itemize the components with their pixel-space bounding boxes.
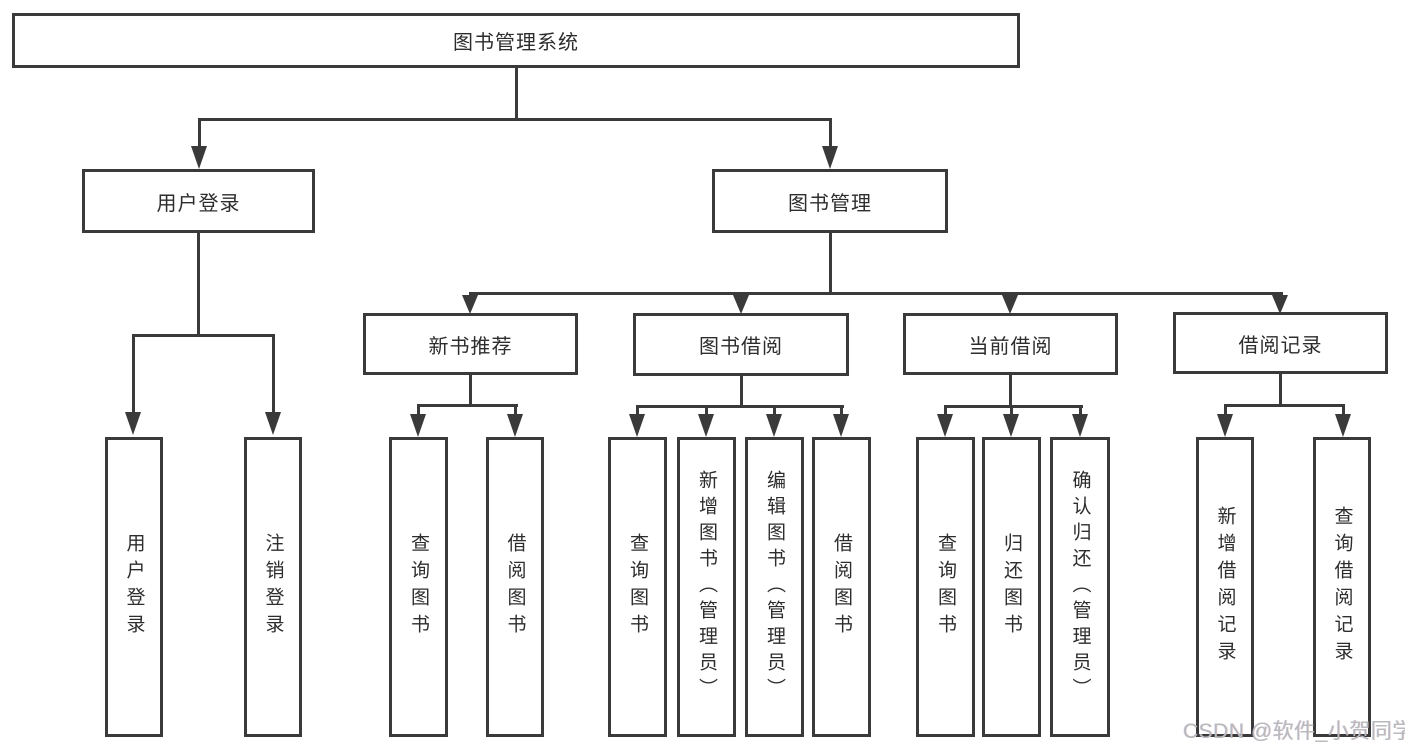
node-label: 图书管理	[788, 192, 872, 215]
edge-line	[636, 405, 844, 408]
edge-line	[944, 405, 947, 416]
edge-line	[469, 292, 1283, 295]
edge-line	[1079, 405, 1082, 416]
edge-line	[636, 405, 639, 416]
edge-line	[132, 334, 275, 337]
arrowhead-icon	[1335, 414, 1351, 437]
node-borrowing-records: 借阅记录	[1173, 312, 1388, 374]
leaf-query-books-recommend: 查询图书	[389, 437, 448, 737]
leaf-query-books-borrowing: 查询图书	[608, 437, 667, 737]
arrowhead-icon	[462, 295, 478, 314]
edge-line	[272, 334, 275, 414]
node-label: 当前借阅	[968, 335, 1053, 358]
arrowhead-icon	[1072, 414, 1088, 437]
arrowhead-icon	[833, 414, 849, 437]
arrowhead-icon	[1002, 295, 1018, 314]
csdn-watermark: CSDN @软件_小贺同学	[1183, 720, 1405, 743]
node-label: 查询图书	[627, 533, 648, 641]
edge-line	[469, 375, 472, 407]
edge-line	[198, 118, 201, 148]
arrowhead-icon	[265, 412, 281, 435]
node-label: 归还图书	[1001, 533, 1022, 641]
leaf-borrow-books-borrowing: 借阅图书	[812, 437, 871, 737]
arrowhead-icon	[125, 412, 141, 435]
edge-line	[1009, 375, 1012, 408]
arrowhead-icon	[698, 414, 714, 437]
node-label: 图书借阅	[699, 336, 783, 358]
edge-line	[417, 404, 518, 407]
arrowhead-icon	[191, 146, 207, 169]
node-label: 查询借阅记录	[1331, 506, 1353, 668]
leaf-add-borrow-record: 新增借阅记录	[1196, 437, 1254, 737]
edge-line	[197, 233, 200, 337]
edge-line	[515, 68, 518, 120]
edge-line	[198, 118, 832, 121]
arrowhead-icon	[1272, 295, 1288, 314]
edge-line	[829, 118, 832, 148]
arrowhead-icon	[766, 414, 782, 437]
leaf-query-borrow-record: 查询借阅记录	[1313, 437, 1371, 737]
node-label: 借阅记录	[1238, 334, 1323, 357]
node-label: 确认归还（管理员）	[1069, 470, 1091, 704]
edge-line	[829, 233, 832, 295]
edge-line	[1224, 404, 1345, 407]
node-label: 查询图书	[408, 533, 429, 641]
node-label: 图书管理系统	[453, 32, 579, 54]
node-label: 借阅图书	[504, 533, 526, 641]
arrowhead-icon	[822, 146, 838, 169]
node-library-management-system: 图书管理系统	[12, 13, 1020, 68]
edge-line	[705, 405, 708, 416]
leaf-confirm-return-admin: 确认归还（管理员）	[1050, 437, 1110, 737]
node-label: 新增借阅记录	[1214, 506, 1236, 668]
edge-line	[132, 334, 135, 414]
edge-line	[1342, 404, 1345, 416]
node-label: 编辑图书（管理员）	[764, 470, 785, 704]
leaf-edit-books-admin: 编辑图书（管理员）	[745, 437, 804, 737]
node-label: 新增图书（管理员）	[696, 470, 717, 704]
edge-line	[417, 404, 420, 416]
node-book-management: 图书管理	[712, 169, 948, 233]
leaf-logout-login: 注销登录	[244, 437, 302, 737]
arrowhead-icon	[1003, 414, 1019, 437]
node-label: 借阅图书	[831, 533, 852, 641]
arrowhead-icon	[733, 295, 749, 314]
arrowhead-icon	[1217, 414, 1233, 437]
edge-line	[840, 405, 843, 416]
node-current-borrowing: 当前借阅	[903, 313, 1118, 375]
node-user-login: 用户登录	[82, 169, 315, 233]
leaf-borrow-books-recommend: 借阅图书	[486, 437, 544, 737]
edge-line	[1224, 404, 1227, 416]
node-label: 用户登录	[156, 192, 241, 215]
leaf-user-login: 用户登录	[105, 437, 163, 737]
edge-line	[1010, 405, 1013, 416]
node-label: 查询图书	[935, 533, 956, 641]
node-new-book-recommend: 新书推荐	[363, 313, 578, 375]
node-label: 用户登录	[123, 533, 145, 641]
node-label: 注销登录	[262, 533, 284, 641]
arrowhead-icon	[937, 414, 953, 437]
edge-line	[944, 405, 1083, 408]
leaf-return-books: 归还图书	[982, 437, 1041, 737]
arrowhead-icon	[507, 414, 523, 437]
edge-line	[514, 404, 517, 416]
node-label: 新书推荐	[428, 335, 513, 358]
edge-line	[773, 405, 776, 416]
edge-line	[740, 376, 743, 408]
edge-line	[1279, 374, 1282, 407]
arrowhead-icon	[410, 414, 426, 437]
leaf-add-books-admin: 新增图书（管理员）	[677, 437, 736, 737]
arrowhead-icon	[629, 414, 645, 437]
leaf-query-books-current: 查询图书	[916, 437, 975, 737]
node-book-borrowing: 图书借阅	[633, 313, 849, 376]
